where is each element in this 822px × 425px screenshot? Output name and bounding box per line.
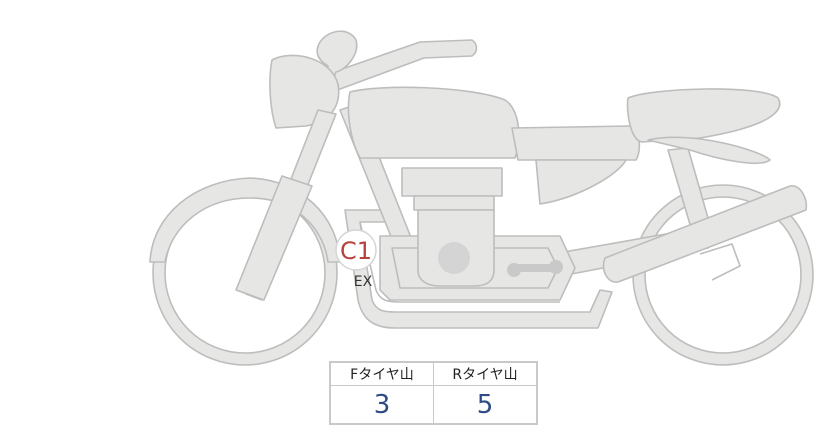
engine [401, 167, 503, 287]
front-tread-header: Fタイヤ山 [329, 361, 434, 386]
tire-tread-table: Fタイヤ山 Rタイヤ山 3 5 [329, 361, 538, 425]
exhaust-pipe [344, 209, 613, 329]
rear-tread-value: 5 [433, 385, 538, 425]
footpeg [507, 260, 563, 277]
front-tread-value: 3 [329, 385, 434, 425]
muffler [602, 185, 808, 283]
side-cover [535, 159, 627, 205]
rear-cowl [626, 88, 781, 143]
marker-code: C1 [340, 237, 372, 265]
tail-fender [647, 136, 771, 165]
handlebar [321, 39, 478, 93]
inspection-marker: C1 EX [335, 229, 377, 290]
seat [511, 125, 641, 161]
marker-label: EX [354, 274, 373, 290]
rear-tread-header: Rタイヤ山 [433, 361, 538, 386]
fuel-tank [347, 86, 520, 159]
